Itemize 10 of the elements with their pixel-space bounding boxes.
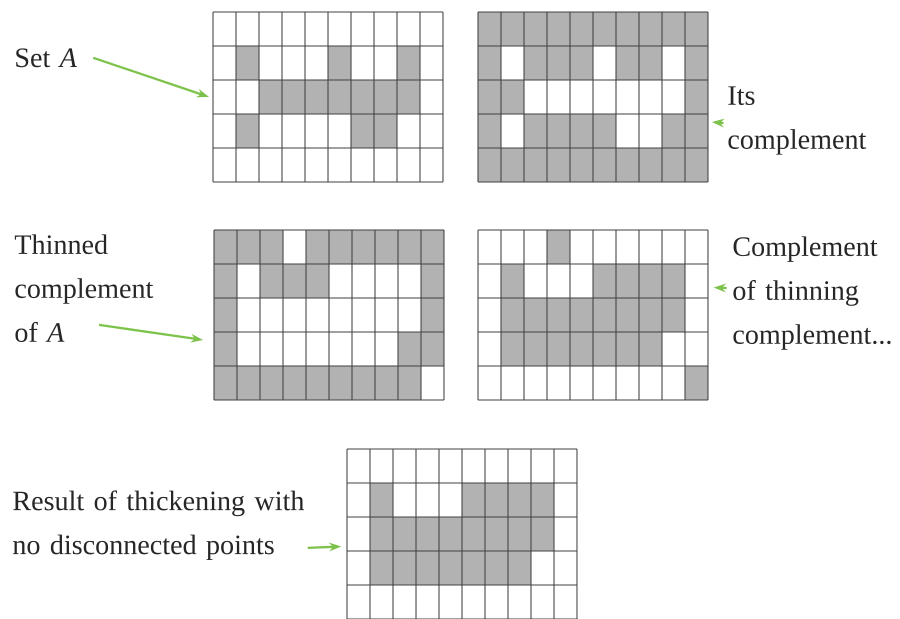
grid-drawing [477, 11, 709, 183]
text-label: Thinned complement of A [14, 234, 154, 342]
text-label: Set A [16, 48, 77, 68]
grid-drawing [477, 229, 709, 401]
text-label: Result of thickening with no disconnected points [13, 490, 304, 560]
text-label: Complement of thinning complement... [733, 236, 891, 350]
grid-drawing [346, 448, 578, 619]
text-label: Its complement [728, 86, 866, 155]
grid-drawing [212, 11, 444, 183]
grid-drawing [213, 229, 445, 401]
